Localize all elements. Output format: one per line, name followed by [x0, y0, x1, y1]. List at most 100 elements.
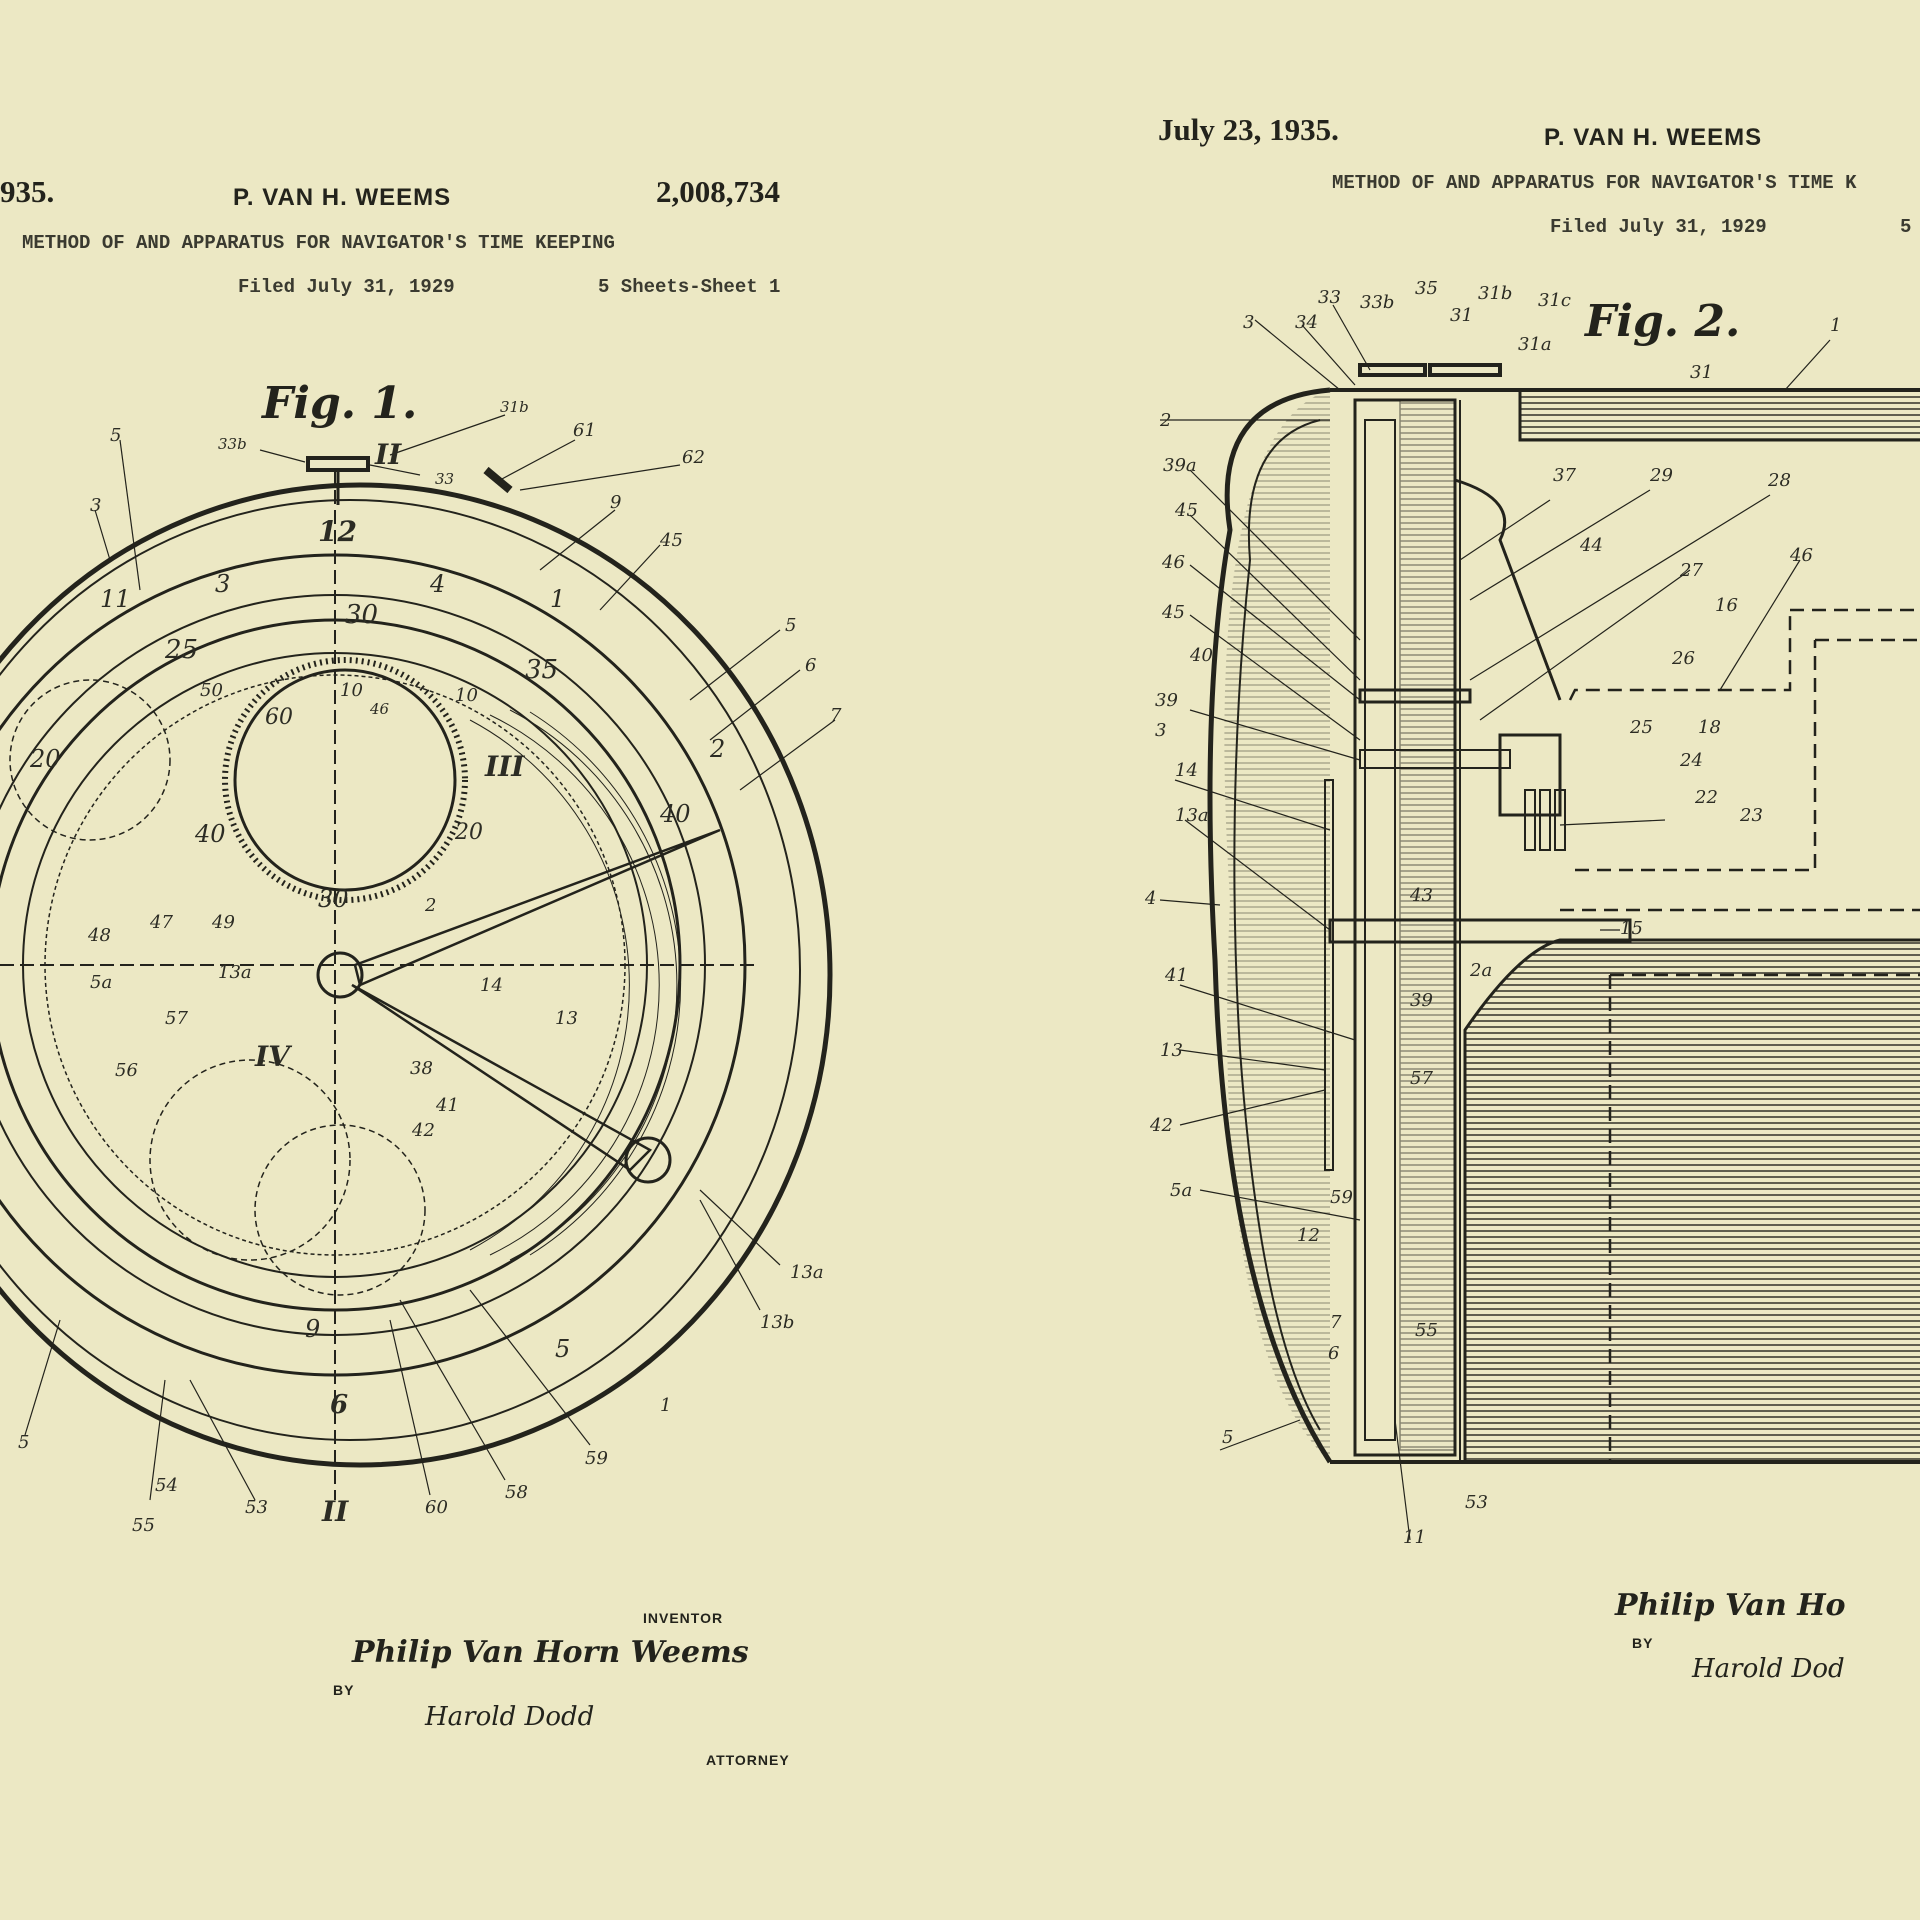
section-mark-ii-bottom: II — [322, 1495, 349, 1528]
figure-1-label: Fig. 1. — [262, 378, 418, 429]
index-arm — [351, 983, 653, 1172]
ref-numeral: 60 — [425, 1497, 448, 1518]
ref-numeral: 10 — [455, 685, 478, 706]
ref-numeral: 14 — [1175, 760, 1198, 781]
ref-numeral: 44 — [1580, 535, 1603, 556]
inventor-label: INVENTOR — [643, 1610, 724, 1626]
right-sheet-count: 5 — [1900, 216, 1912, 238]
hand-pivot — [316, 951, 364, 999]
dial-number: 25 — [165, 635, 199, 665]
ref-numeral: 13 — [555, 1008, 578, 1029]
ref-numeral: 5 — [18, 1432, 30, 1453]
ref-numeral: 13a — [790, 1262, 824, 1283]
patent-number: 2,008,734 — [656, 174, 780, 209]
ref-numeral: 57 — [165, 1008, 188, 1029]
crown-right — [1428, 363, 1502, 377]
ref-numeral: 6 — [805, 655, 817, 676]
ref-numeral: 25 — [1630, 717, 1653, 738]
ref-numeral: 24 — [1680, 750, 1703, 771]
attorney-signature: Harold Dodd — [425, 1702, 595, 1732]
ref-numeral: 13 — [1160, 1040, 1183, 1061]
ref-numeral: 3 — [1155, 720, 1167, 741]
right-inventor-header: P. VAN H. WEEMS — [1544, 124, 1763, 151]
crown-left — [1358, 363, 1427, 377]
right-attorney-signature: Harold Dod — [1692, 1654, 1845, 1684]
outer-bezel — [0, 482, 833, 1468]
pusher — [483, 466, 513, 494]
left-date-fragment: 935. — [0, 174, 55, 209]
ref-numeral: 46 — [1790, 545, 1813, 566]
ref-numeral: 2a — [1470, 960, 1493, 981]
ref-numeral: 9 — [610, 492, 622, 513]
dial-number: 20 — [455, 820, 483, 845]
inventor-name: Philip Van Horn Weems — [352, 1635, 749, 1670]
ref-numeral: 33b — [218, 435, 247, 453]
ref-numeral: 13a — [1175, 805, 1209, 826]
ref-numeral: 45 — [1175, 500, 1198, 521]
dial-number: 12 — [318, 515, 357, 548]
ref-numeral: 41 — [1165, 965, 1188, 986]
right-inventor-name: Philip Van Ho — [1615, 1588, 1846, 1623]
ref-numeral: 5a — [90, 972, 113, 993]
ref-numeral: 59 — [1330, 1187, 1353, 1208]
ref-numeral: 43 — [1410, 885, 1433, 906]
ref-numeral: 39 — [1155, 690, 1178, 711]
ref-numeral: 46 — [370, 700, 390, 718]
ref-numeral: 55 — [132, 1515, 155, 1536]
ref-numeral: 37 — [1553, 465, 1576, 486]
figure-2-label: Fig. 2. — [1585, 296, 1741, 347]
case-body-shading — [1463, 938, 1920, 1464]
ref-numeral: 26 — [1672, 648, 1695, 669]
ref-numeral: 33 — [435, 470, 455, 488]
ref-numeral: 61 — [573, 420, 596, 441]
ref-numeral: 53 — [1465, 1492, 1488, 1513]
ref-numeral: 46 — [1162, 552, 1185, 573]
dial-number: 1 — [550, 585, 566, 613]
ref-numeral: 23 — [1740, 805, 1763, 826]
attorney-label: ATTORNEY — [706, 1752, 790, 1768]
ref-numeral: 57 — [1410, 1068, 1433, 1089]
ref-numeral: 40 — [1190, 645, 1213, 666]
dial-number: 2 — [710, 735, 726, 763]
left-inventor-header: P. VAN H. WEEMS — [233, 184, 452, 211]
ref-numeral: 38 — [410, 1058, 433, 1079]
ref-numeral: 31c — [1538, 290, 1571, 311]
ref-numeral: 2 — [1160, 410, 1172, 431]
ref-numeral: 16 — [1715, 595, 1738, 616]
ref-numeral: 27 — [1680, 560, 1703, 581]
left-filed-date: Filed July 31, 1929 — [238, 276, 455, 298]
right-by-label: BY — [1632, 1635, 1654, 1651]
arbor — [1328, 918, 1632, 944]
ref-numeral: 47 — [150, 912, 173, 933]
ref-numeral: 39 — [1410, 990, 1433, 1011]
ref-numeral: 31 — [1690, 362, 1713, 383]
ref-numeral: 4 — [1145, 888, 1157, 909]
ref-numeral: 45 — [1162, 602, 1185, 623]
by-label: BY — [333, 1682, 355, 1698]
ref-numeral: 5a — [1170, 1180, 1193, 1201]
dial-number: 40 — [195, 820, 226, 848]
ref-numeral: 5 — [785, 615, 797, 636]
ref-numeral: 48 — [88, 925, 111, 946]
ref-numeral: 12 — [1297, 1225, 1320, 1246]
sub-dial — [233, 668, 457, 892]
ref-numeral: 53 — [245, 1497, 268, 1518]
ref-numeral: 1 — [1830, 315, 1842, 336]
dial-number: 5 — [555, 1335, 571, 1363]
dial-number: 9 — [305, 1315, 321, 1343]
ref-numeral: 28 — [1768, 470, 1791, 491]
left-sheet-count: 5 Sheets-Sheet 1 — [598, 276, 781, 298]
dial-number: 40 — [660, 800, 691, 828]
ref-numeral: 2 — [425, 895, 437, 916]
right-filed-date: Filed July 31, 1929 — [1550, 216, 1767, 238]
ref-numeral: 11 — [1403, 1527, 1426, 1548]
dial-number: 10 — [340, 680, 363, 701]
dial-number: 11 — [100, 585, 131, 613]
dial-number: 50 — [200, 680, 223, 701]
ref-numeral: 29 — [1650, 465, 1673, 486]
ref-numeral: 35 — [1415, 278, 1438, 299]
ref-numeral: 58 — [505, 1482, 528, 1503]
ref-numeral: 13a — [218, 962, 252, 983]
